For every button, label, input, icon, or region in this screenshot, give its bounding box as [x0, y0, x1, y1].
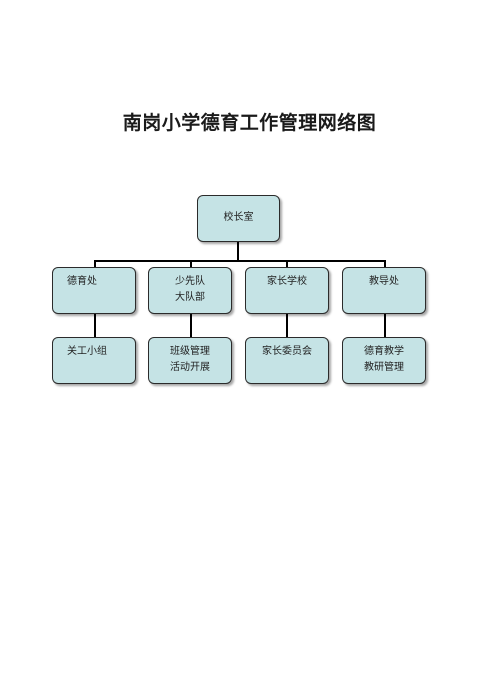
- node-teaching-research: 德育教学 教研管理: [342, 337, 426, 384]
- node-label: 校长室: [223, 212, 254, 223]
- node-parent-school: 家长学校: [245, 267, 329, 314]
- connector-horizontal-bus: [94, 260, 385, 262]
- node-label: 家长学校: [267, 276, 307, 287]
- node-care-group: 关工小组: [52, 337, 136, 384]
- node-teaching-affairs-office: 教导处: [342, 267, 426, 314]
- node-label-line-1: 班级管理: [170, 346, 210, 357]
- connector-deyuchu-guangong: [94, 314, 96, 338]
- node-label: 关工小组: [67, 346, 107, 357]
- connector-to-jiazhangxuexiao: [286, 260, 288, 268]
- connector-to-deyuchu: [94, 260, 96, 268]
- connector-to-jiaodaochu: [384, 260, 386, 268]
- node-label: 德育处: [67, 276, 97, 287]
- node-label-line-2: 活动开展: [170, 362, 210, 373]
- page-title: 南岗小学德育工作管理网络图: [122, 112, 377, 134]
- node-label-line-1: 德育教学: [364, 346, 404, 357]
- node-parent-committee: 家长委员会: [245, 337, 329, 384]
- node-label-line-2: 大队部: [175, 292, 205, 303]
- node-label: 教导处: [369, 276, 399, 287]
- connector-root-down: [237, 242, 239, 261]
- node-class-management: 班级管理 活动开展: [148, 337, 232, 384]
- node-young-pioneers: 少先队 大队部: [148, 267, 232, 314]
- node-label-line-1: 少先队: [175, 276, 205, 287]
- node-label: 家长委员会: [262, 346, 312, 357]
- node-label-line-2: 教研管理: [364, 362, 404, 373]
- connector-shaoxiandui-banji: [190, 314, 192, 338]
- node-principal-office: 校长室: [197, 195, 280, 242]
- connector-jiazhang-weiyuanhui: [286, 314, 288, 338]
- connector-jiaodao-jiaoyan: [384, 314, 386, 338]
- node-moral-education-office: 德育处: [52, 267, 136, 314]
- connector-to-shaoxiandui: [190, 260, 192, 268]
